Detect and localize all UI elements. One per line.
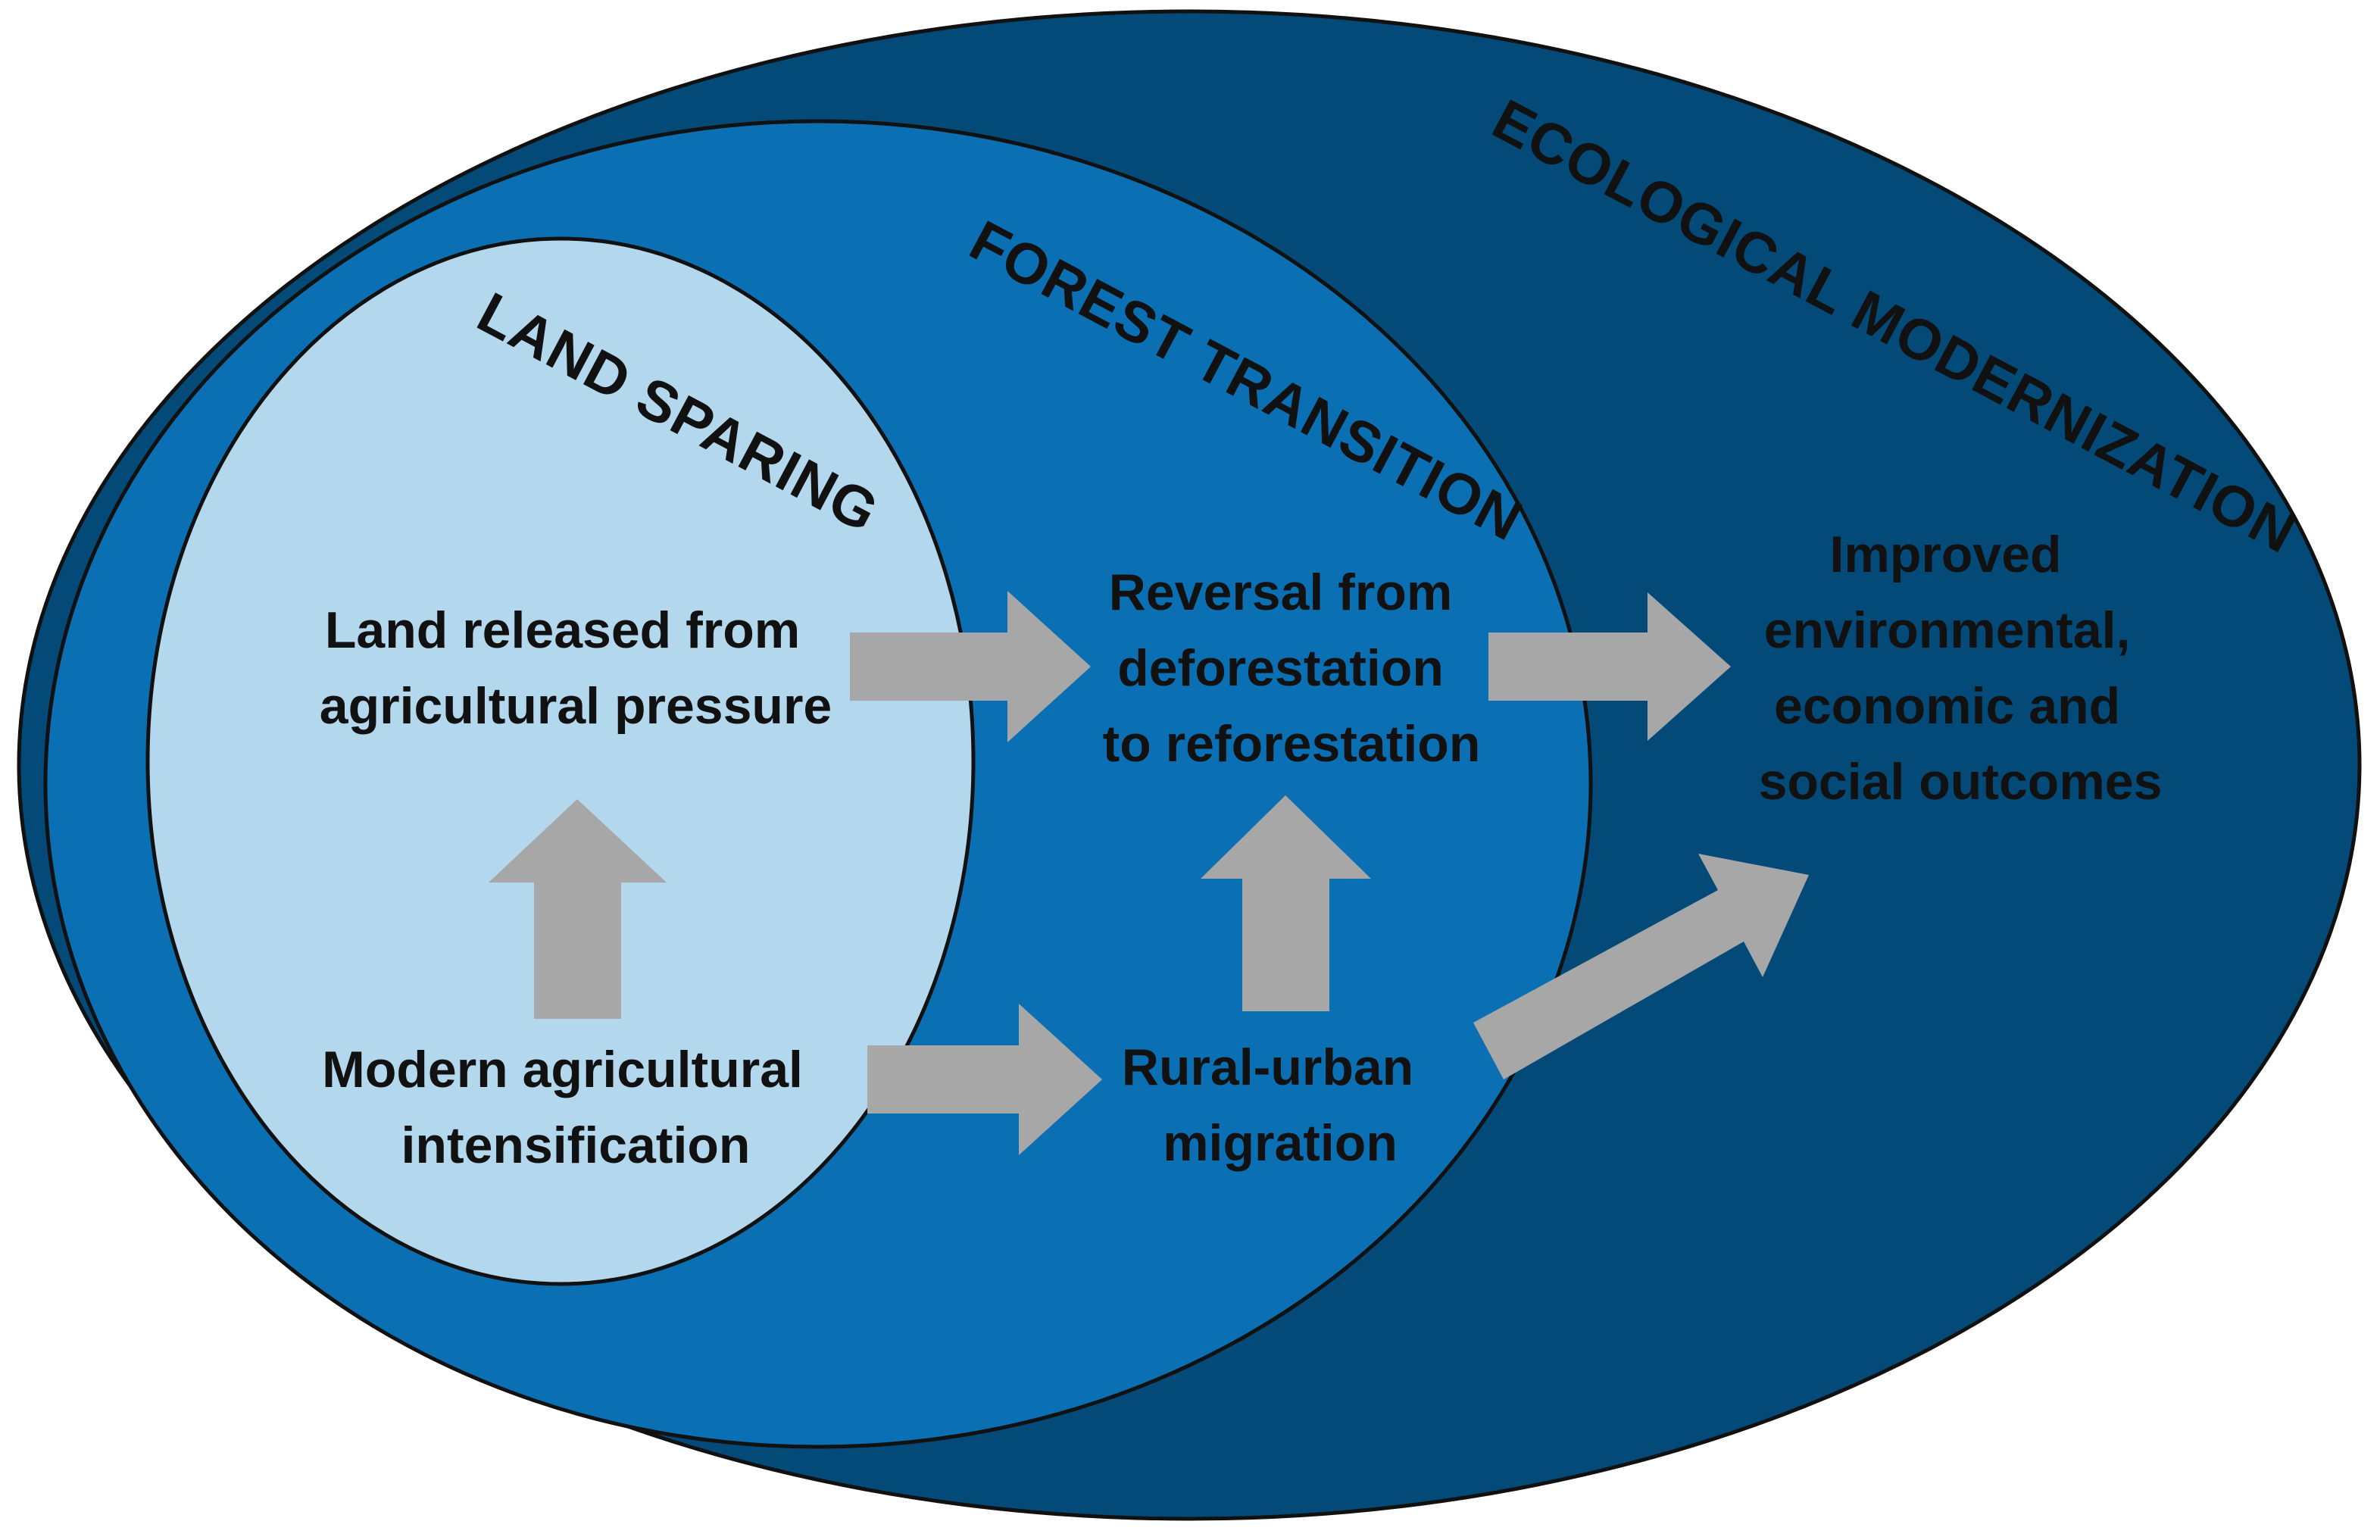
rural-urban-text: Rural-urban migration: [1122, 1039, 1428, 1172]
modern-intensification-text: Modern agricultural intensification: [322, 1041, 817, 1174]
reversal-line: Reversal from: [1109, 564, 1453, 621]
modern-intensification-line: Modern agricultural: [322, 1041, 803, 1098]
land-released-text: Land released from agricultural pressure: [320, 601, 832, 735]
improved-outcomes-text: Improved environmental, economic and soc…: [1759, 526, 2163, 811]
improved-outcomes-line: economic and: [1774, 677, 2120, 735]
land-released-line: Land released from: [325, 601, 800, 659]
arrow-rural-urban-to-outcomes: [1473, 854, 1809, 1079]
arrow-modern-to-rural-urban: [867, 1004, 1102, 1155]
improved-outcomes-line: Improved: [1830, 526, 2062, 583]
arrows-group: [489, 591, 1809, 1155]
arrow-modern-to-land-released: [489, 799, 667, 1019]
land-sparing-ellipse: [145, 236, 976, 1286]
land-released-line: agricultural pressure: [320, 677, 832, 735]
improved-outcomes-line: environmental,: [1764, 601, 2131, 659]
modern-intensification-line: intensification: [401, 1117, 751, 1174]
improved-outcomes-line: social outcomes: [1759, 753, 2163, 811]
reversal-line: to reforestation: [1103, 715, 1481, 773]
reversal-text: Reversal from deforestation to reforesta…: [1103, 564, 1481, 773]
rural-urban-line: Rural-urban: [1122, 1039, 1413, 1096]
rural-urban-line: migration: [1163, 1114, 1398, 1172]
arrow-reversal-to-outcomes: [1488, 592, 1731, 741]
arrow-land-released-to-reversal: [850, 591, 1091, 742]
reversal-line: deforestation: [1117, 639, 1444, 697]
arrow-rural-urban-to-reversal: [1201, 795, 1371, 1011]
